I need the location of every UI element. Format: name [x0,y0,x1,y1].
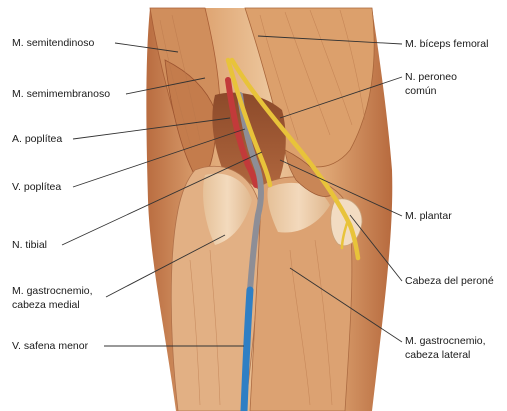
label-cabeza-perone: Cabeza del peroné [405,274,494,288]
label-semimembranoso: M. semimembranoso [12,87,110,101]
label-biceps-femoral: M. bíceps femoral [405,37,488,51]
label-a-poplitea: A. poplítea [12,132,62,146]
label-gastrocnemio-lateral-line1: M. gastrocnemio, [405,334,486,348]
label-gastrocnemio-lateral: M. gastrocnemio, cabeza lateral [405,334,486,362]
label-gastrocnemio-lateral-line2: cabeza lateral [405,348,486,362]
label-n-peroneo-line2: común [405,84,457,98]
label-v-safena-menor: V. safena menor [12,339,88,353]
label-v-poplitea: V. poplítea [12,180,61,194]
label-gastrocnemio-medial: M. gastrocnemio, cabeza medial [12,284,93,312]
label-semitendinoso: M. semitendinoso [12,36,94,50]
label-gastrocnemio-medial-line2: cabeza medial [12,298,93,312]
label-gastrocnemio-medial-line1: M. gastrocnemio, [12,284,93,298]
label-n-peroneo-comun: N. peroneo común [405,70,457,98]
label-n-tibial: N. tibial [12,238,47,252]
label-n-peroneo-line1: N. peroneo [405,70,457,84]
label-m-plantar: M. plantar [405,209,452,223]
